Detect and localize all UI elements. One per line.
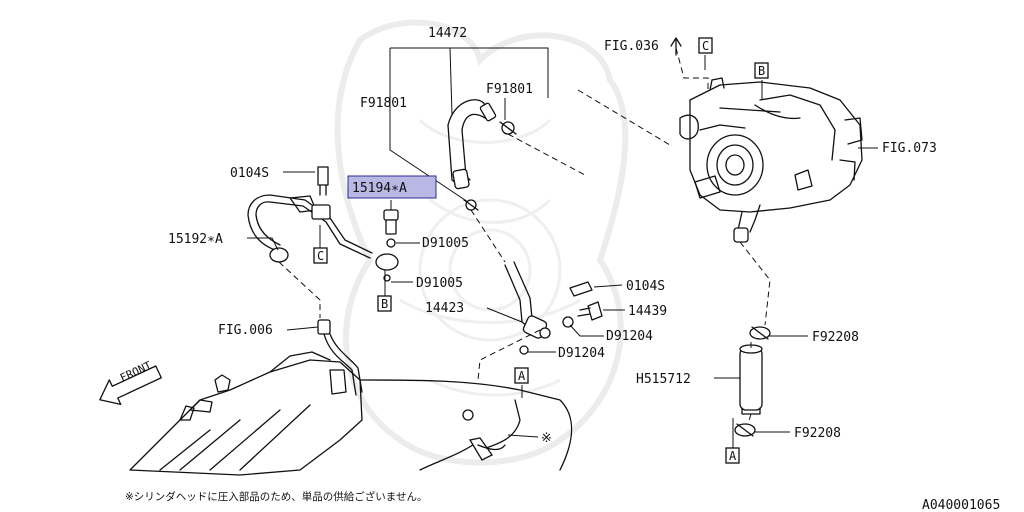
- ref-box-a-right: A: [729, 449, 737, 463]
- leader-lines: [247, 47, 878, 448]
- fig006-connector: [317, 319, 363, 396]
- hose-H515712: [734, 326, 771, 437]
- label-fig006[interactable]: FIG.006: [218, 323, 273, 338]
- bolt-15194A: [383, 209, 399, 248]
- figure-id: A040001065: [922, 498, 1000, 512]
- label-d91005-lower[interactable]: D91005: [416, 276, 463, 291]
- label-14439[interactable]: 14439: [628, 304, 667, 319]
- label-d91204-upper[interactable]: D91204: [606, 329, 653, 344]
- hose-14472: [447, 99, 517, 190]
- ref-box-c-left: C: [317, 249, 324, 263]
- cylinder-head-drawing: [129, 351, 573, 476]
- label-14472[interactable]: 14472: [428, 26, 467, 41]
- label-f92208-lower[interactable]: F92208: [794, 426, 841, 441]
- label-f92208-upper[interactable]: F92208: [812, 330, 859, 345]
- label-0104s-top[interactable]: 0104S: [230, 166, 269, 181]
- label-d91204-lower[interactable]: D91204: [558, 346, 605, 361]
- highlight-15194A-box: [347, 175, 437, 199]
- label-d91005-upper[interactable]: D91005: [422, 236, 469, 251]
- pipe-15192A: [247, 166, 399, 282]
- pipe-14423: [504, 261, 603, 355]
- label-h515712[interactable]: H515712: [636, 372, 691, 387]
- label-f91801-left[interactable]: F91801: [360, 96, 407, 111]
- part-labels: 14472 F91801 F91801 0104S 15194∗A 15192∗…: [118, 26, 937, 446]
- dashed-connections: [278, 47, 771, 425]
- label-front: FRONT: [118, 359, 154, 385]
- up-arrow-icon: [670, 37, 682, 56]
- label-f91801-right[interactable]: F91801: [486, 82, 533, 97]
- label-fig036[interactable]: FIG.036: [604, 39, 659, 54]
- label-15192a[interactable]: 15192∗A: [168, 232, 223, 247]
- label-fig073[interactable]: FIG.073: [882, 141, 937, 156]
- footnote: ※シリンダヘッドに圧入部品のため、単品の供給ございません。: [125, 490, 427, 503]
- reference-boxes: C B C B A A: [313, 37, 769, 464]
- watermark-emblem: [334, 19, 629, 466]
- ref-box-b-left: B: [381, 297, 388, 311]
- ref-box-a-center: A: [518, 369, 526, 383]
- label-15194a[interactable]: 15194∗A: [352, 181, 407, 196]
- label-0104s-mid[interactable]: 0104S: [626, 279, 665, 294]
- ref-box-b-top: B: [758, 64, 765, 78]
- turbocharger-drawing: [679, 77, 863, 243]
- label-14423[interactable]: 14423: [425, 301, 464, 316]
- ref-box-c-top: C: [702, 39, 709, 53]
- front-arrow-icon: [99, 365, 162, 406]
- label-asterisk: ※: [541, 431, 552, 446]
